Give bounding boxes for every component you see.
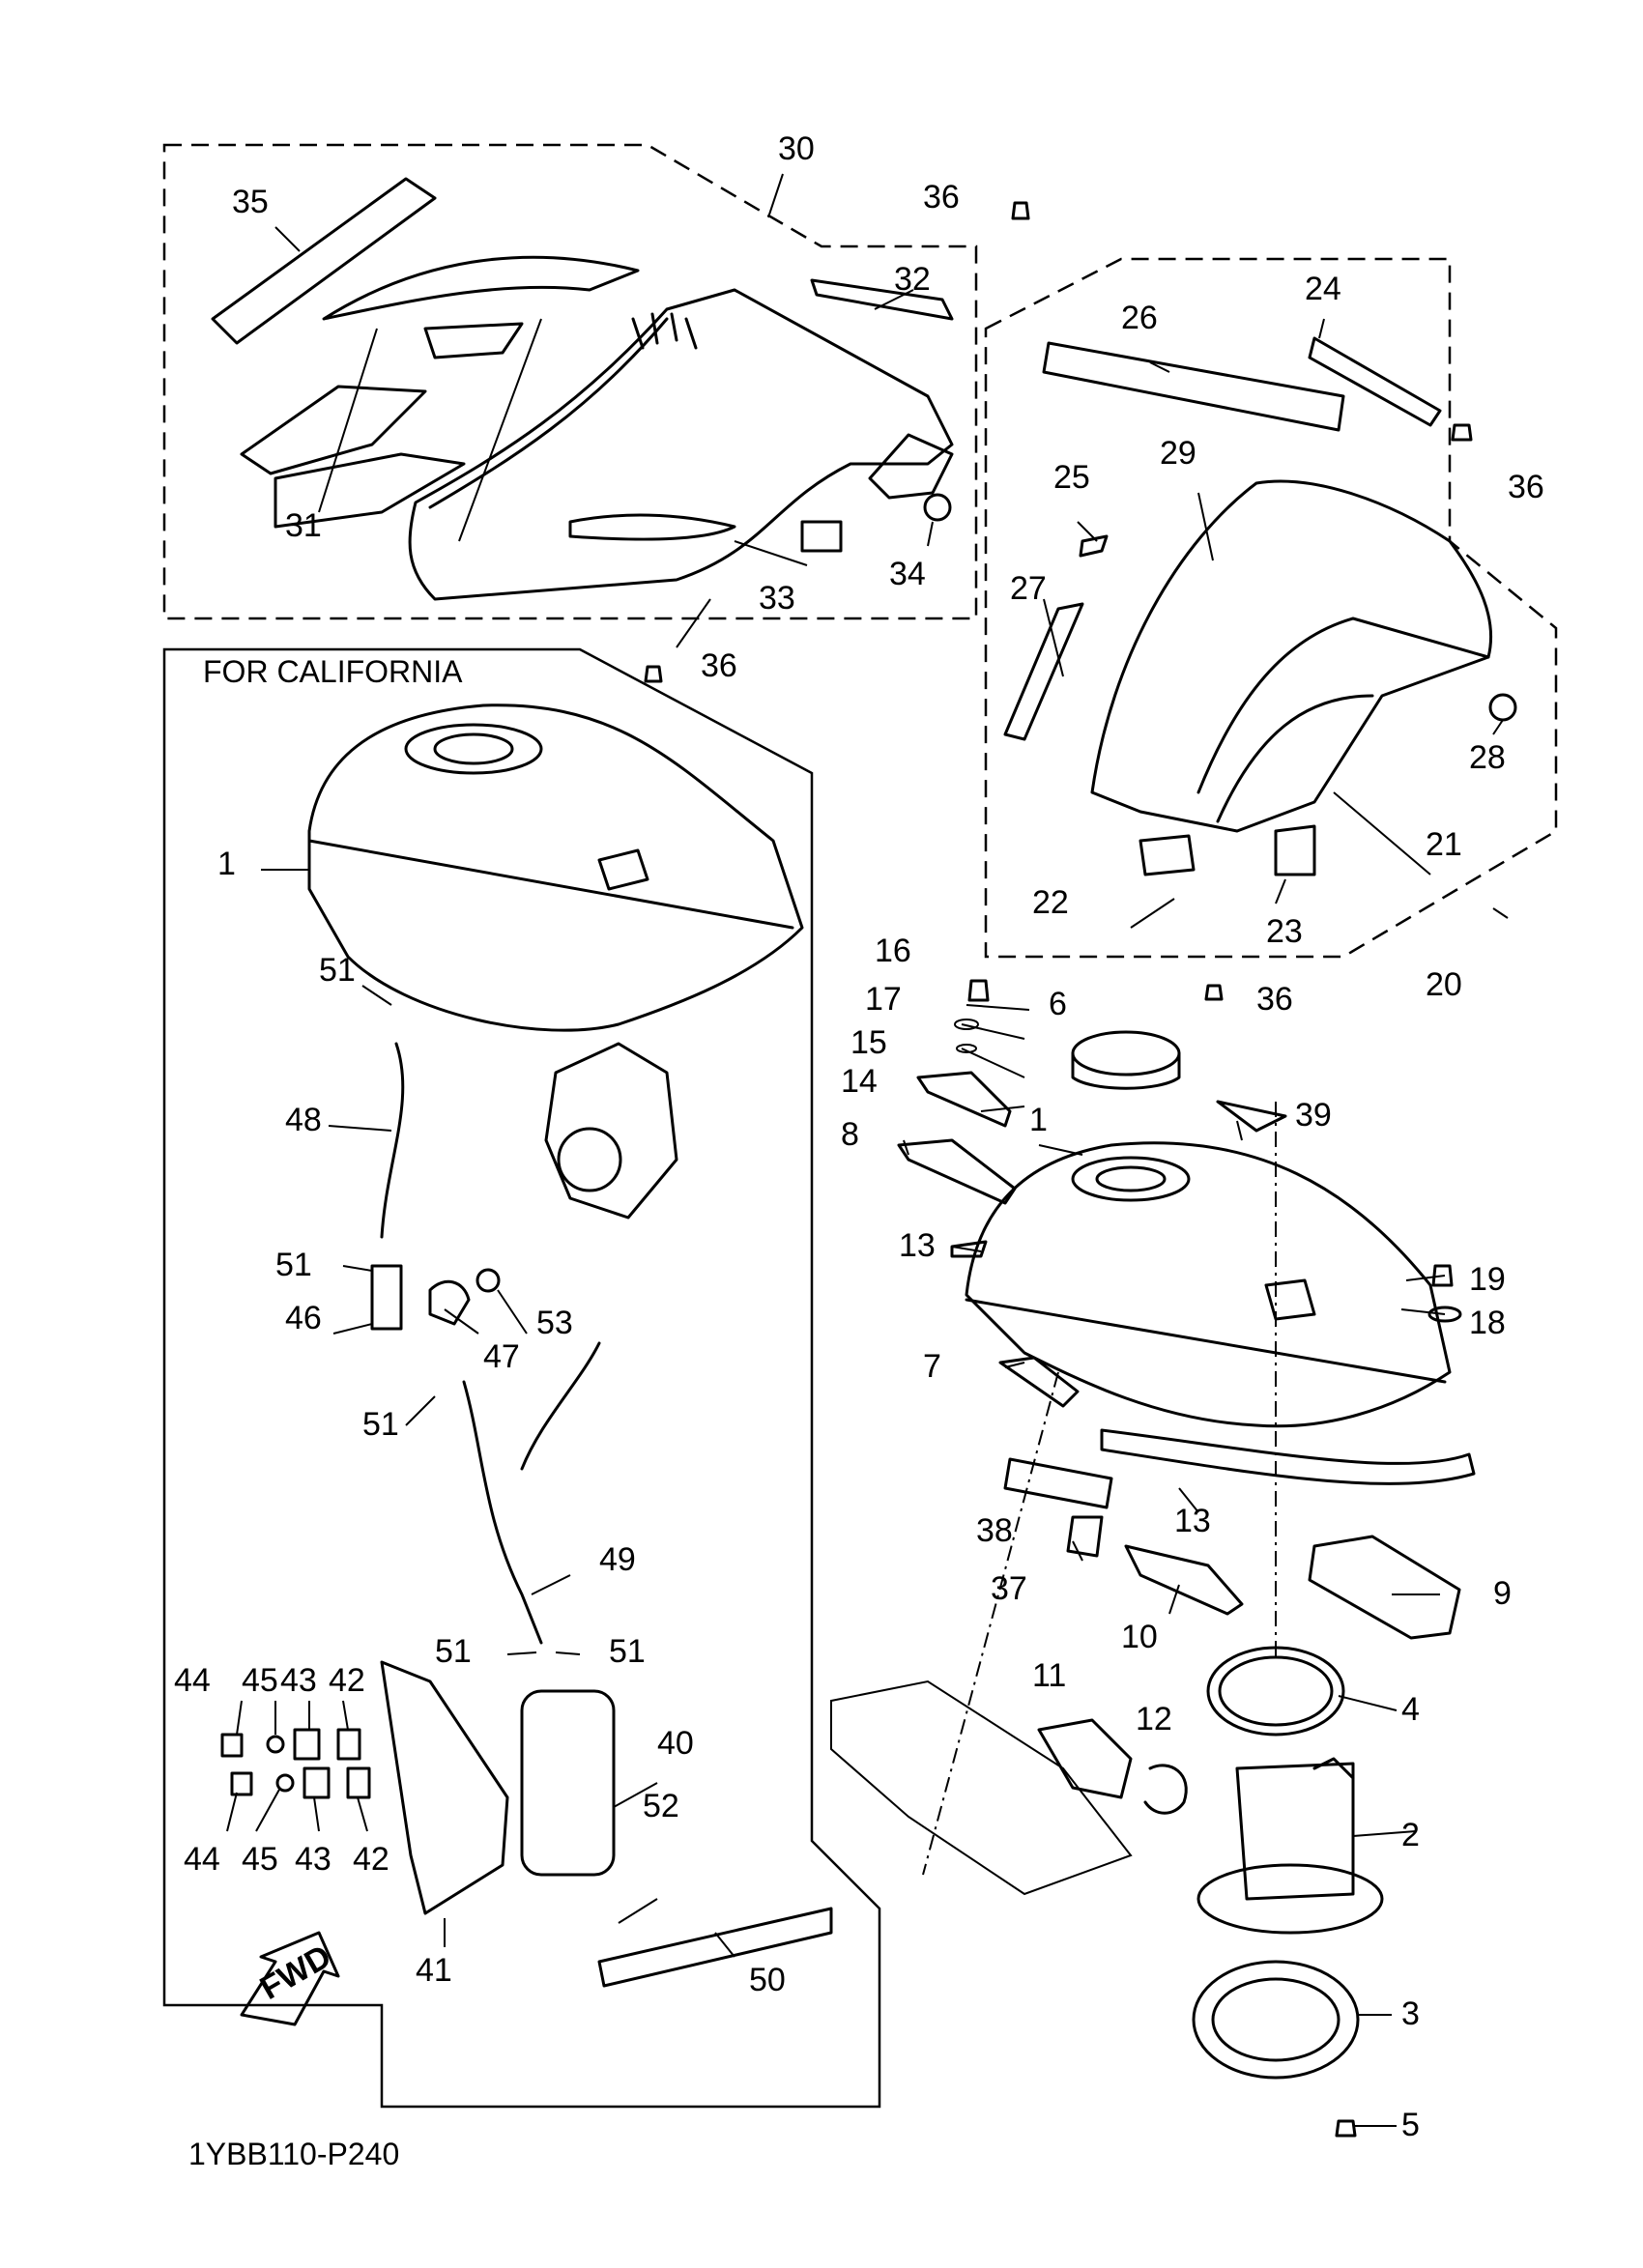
california-frame bbox=[162, 647, 881, 2109]
california-canister-parts bbox=[220, 703, 833, 2026]
part-label: 10 bbox=[1121, 1619, 1158, 1655]
part-label: 51 bbox=[362, 1406, 399, 1443]
section-label: FOR CALIFORNIA bbox=[203, 654, 463, 689]
part-label: 51 bbox=[609, 1633, 646, 1670]
diagram-code: 1YBB110-P240 bbox=[188, 2137, 399, 2171]
part-label: 43 bbox=[280, 1662, 317, 1699]
part-label: 26 bbox=[1121, 300, 1158, 336]
part-label: 2 bbox=[1401, 1817, 1420, 1853]
part-label: 22 bbox=[1032, 884, 1069, 921]
part-label: 44 bbox=[174, 1662, 211, 1699]
tank-cover-assembly-20 bbox=[1003, 336, 1517, 1001]
part-label: 12 bbox=[1136, 1701, 1172, 1737]
tank-cover-assembly-30 bbox=[211, 177, 1030, 683]
part-label: 9 bbox=[1493, 1575, 1512, 1612]
part-label: 44 bbox=[184, 1841, 220, 1878]
part-label: 40 bbox=[657, 1725, 694, 1762]
part-label: 50 bbox=[749, 1962, 786, 1998]
part-label: 51 bbox=[275, 1247, 312, 1283]
part-label: 36 bbox=[701, 647, 737, 684]
part-label: 37 bbox=[991, 1570, 1027, 1607]
part-label: 25 bbox=[1053, 459, 1090, 496]
leader-lines bbox=[226, 173, 1509, 2127]
part-label: 52 bbox=[643, 1788, 679, 1824]
part-label: 16 bbox=[875, 933, 911, 969]
part-label: 41 bbox=[416, 1952, 452, 1989]
part-label: 31 bbox=[285, 507, 322, 544]
part-label: 19 bbox=[1469, 1261, 1506, 1298]
part-label: 51 bbox=[435, 1633, 472, 1670]
group-30-frame bbox=[162, 143, 978, 620]
part-label: 48 bbox=[285, 1102, 322, 1138]
part-label: 42 bbox=[329, 1662, 365, 1699]
part-label: 32 bbox=[894, 261, 931, 298]
part-label: 39 bbox=[1295, 1097, 1332, 1134]
part-label: 47 bbox=[483, 1338, 520, 1375]
part-label: 14 bbox=[841, 1063, 878, 1100]
part-label: 38 bbox=[976, 1512, 1013, 1549]
part-label: 3 bbox=[1401, 1995, 1420, 2032]
part-label: 5 bbox=[1401, 2107, 1420, 2143]
part-label: 13 bbox=[899, 1227, 936, 1264]
part-label: 24 bbox=[1305, 271, 1341, 307]
part-label: 21 bbox=[1426, 826, 1462, 863]
part-label: 29 bbox=[1160, 435, 1196, 472]
part-label: 28 bbox=[1469, 739, 1506, 776]
part-label: 13 bbox=[1174, 1503, 1211, 1539]
part-label: 35 bbox=[232, 184, 269, 220]
part-label: 23 bbox=[1266, 913, 1303, 950]
main-tank-assembly bbox=[830, 979, 1476, 2138]
part-label: 45 bbox=[242, 1662, 278, 1699]
part-label: 53 bbox=[536, 1305, 573, 1341]
part-label: 43 bbox=[295, 1841, 331, 1878]
part-label: 4 bbox=[1401, 1691, 1420, 1728]
part-label: 7 bbox=[923, 1348, 941, 1385]
part-label: 11 bbox=[1032, 1657, 1066, 1694]
part-number-labels: 1 1 2 3 4 5 6 7 8 9 10 11 12 13 13 14 15… bbox=[174, 130, 1544, 2143]
part-label: 8 bbox=[841, 1116, 859, 1153]
part-label: 1 bbox=[1029, 1102, 1048, 1138]
part-label: 45 bbox=[242, 1841, 278, 1878]
fwd-label: FWD bbox=[254, 1938, 337, 2007]
group-20-frame bbox=[984, 257, 1558, 959]
part-label: 46 bbox=[285, 1300, 322, 1336]
part-label: 42 bbox=[353, 1841, 389, 1878]
part-label: 20 bbox=[1426, 966, 1462, 1003]
part-label: 33 bbox=[759, 580, 795, 617]
part-label: 51 bbox=[319, 952, 356, 989]
part-label: 36 bbox=[1256, 981, 1293, 1018]
part-label: 36 bbox=[923, 179, 960, 215]
part-label: 1 bbox=[217, 846, 236, 882]
part-label: 17 bbox=[865, 981, 902, 1018]
part-label: 34 bbox=[889, 556, 926, 592]
part-label: 30 bbox=[778, 130, 815, 167]
part-label: 18 bbox=[1469, 1305, 1506, 1341]
part-label: 6 bbox=[1049, 986, 1067, 1022]
part-label: 27 bbox=[1010, 570, 1047, 607]
part-label: 36 bbox=[1508, 469, 1544, 505]
part-label: 15 bbox=[850, 1024, 887, 1061]
part-label: 49 bbox=[599, 1541, 636, 1578]
